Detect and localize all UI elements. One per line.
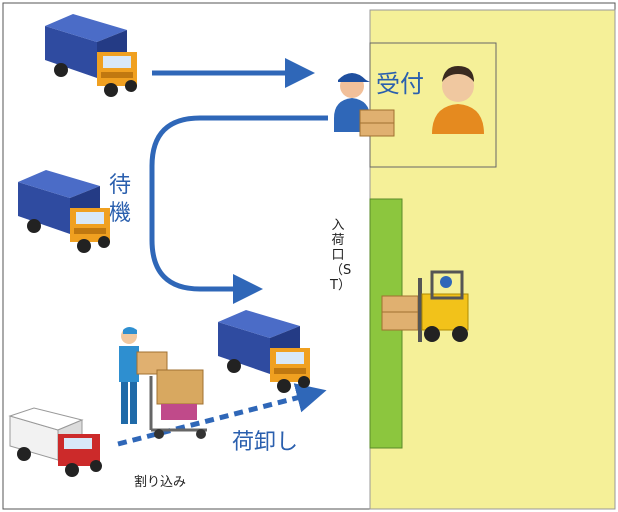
truck-icon (18, 170, 110, 253)
arrow-wait-loop (149, 115, 328, 304)
worker-with-cart-icon (119, 327, 207, 439)
reception-booth (369, 42, 497, 168)
arrow-cut-in (117, 383, 327, 447)
unloading-label: 荷卸し (232, 430, 299, 455)
truck-icon (45, 14, 137, 97)
waiting-label: 待機 (109, 173, 132, 226)
receptionist-icon (334, 73, 395, 137)
cut-in-label: 割り込み (134, 475, 187, 490)
receiving-dock-label: 入荷口（ST） (330, 218, 352, 293)
small-truck-icon (8, 407, 102, 477)
reception-label: 受付 (376, 70, 424, 98)
driver-person-icon (432, 66, 484, 134)
truck-icon (218, 310, 310, 393)
forklift-icon (381, 270, 469, 342)
